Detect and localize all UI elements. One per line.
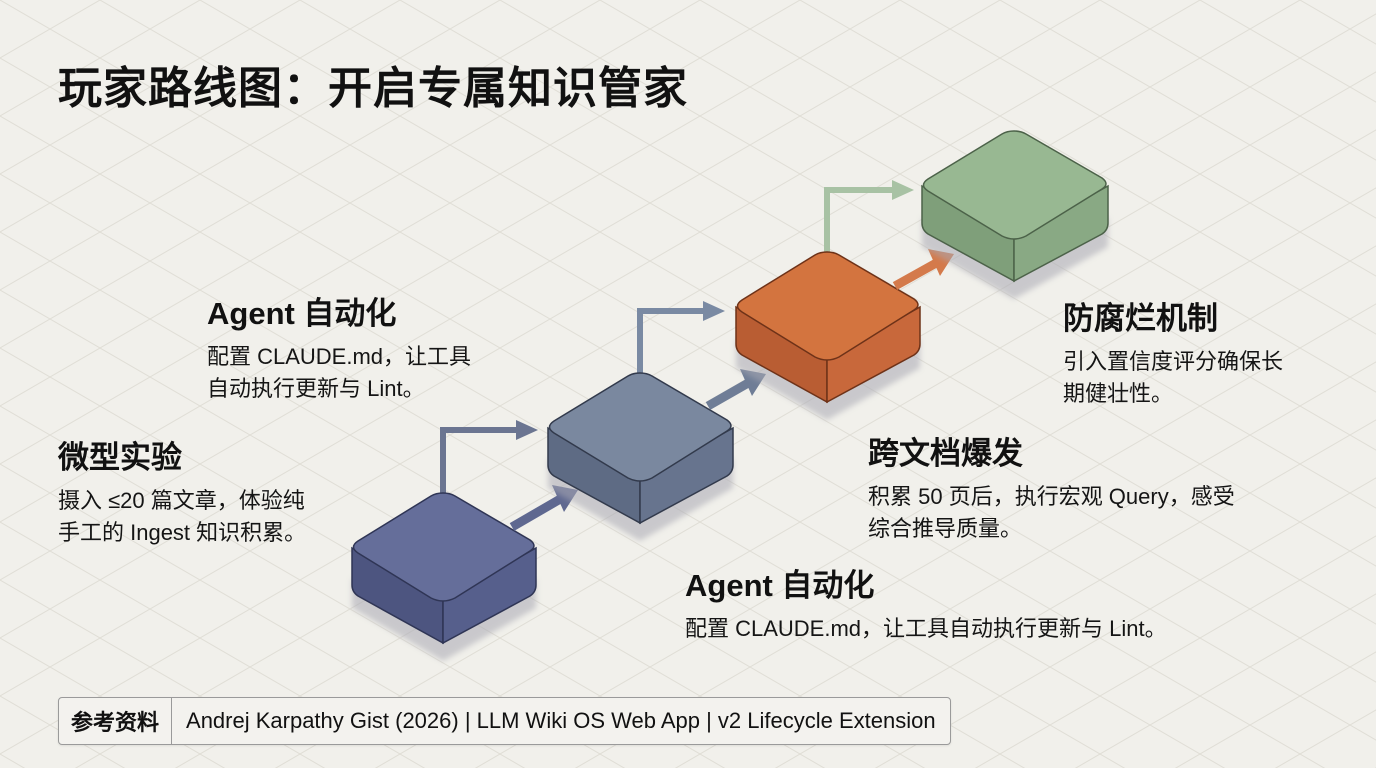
stage-block-1 (351, 492, 537, 661)
stage-description: 引入置信度评分确保长期健壮性。 (1063, 346, 1283, 410)
stage-label-anti-rot: 防腐烂机制 引入置信度评分确保长期健壮性。 (1063, 293, 1283, 410)
page-title: 玩家路线图：开启专属知识管家 (58, 63, 688, 114)
stage-title: 防腐烂机制 (1063, 301, 1218, 336)
stage-description: 配置 CLAUDE.md，让工具自动执行更新与 Lint。 (685, 613, 1167, 645)
reference-label: 参考资料 (59, 698, 173, 744)
stage-label-micro-experiment: 微型实验 摄入 ≤20 篇文章，体验纯手工的 Ingest 知识积累。 (58, 432, 306, 549)
description-line-2: 手工的 Ingest 知识积累。 (58, 520, 307, 545)
description-line-2: 自动执行更新与 Lint。 (207, 376, 425, 401)
description-line-1: 配置 CLAUDE.md，让工具自动执行更新与 Lint。 (685, 616, 1167, 641)
description-line-2: 综合推导质量。 (868, 516, 1023, 541)
stage-block-2 (547, 372, 734, 541)
stage-title: 跨文档爆发 (868, 436, 1023, 471)
description-line-1: 引入置信度评分确保长 (1063, 349, 1284, 374)
description-line-2: 期健壮性。 (1063, 381, 1174, 406)
reference-text: Andrej Karpathy Gist (2026) | LLM Wiki O… (186, 708, 936, 733)
stage-description: 积累 50 页后，执行宏观 Query，感受综合推导质量。 (868, 481, 1235, 545)
elbow-arrow-2 (637, 301, 725, 375)
stage-label-cross-doc-burst: 跨文档爆发 积累 50 页后，执行宏观 Query，感受综合推导质量。 (868, 428, 1235, 545)
stage-label-agent-automation-repeat: Agent 自动化 配置 CLAUDE.md，让工具自动执行更新与 Lint。 (685, 560, 1167, 645)
elbow-arrow-3 (824, 180, 914, 254)
stage-title: Agent 自动化 (207, 296, 397, 331)
stage-label-agent-automation: Agent 自动化 配置 CLAUDE.md，让工具自动执行更新与 Lint。 (207, 288, 471, 405)
elbow-arrow-1 (440, 420, 538, 495)
description-line-1: 配置 CLAUDE.md，让工具 (207, 344, 472, 369)
stage-title: 微型实验 (58, 440, 182, 475)
reference-box: 参考资料 Andrej Karpathy Gist (2026) | LLM W… (58, 697, 951, 745)
stage-block-3 (735, 251, 921, 420)
stage-block-4 (921, 130, 1109, 299)
stage-description: 摄入 ≤20 篇文章，体验纯手工的 Ingest 知识积累。 (58, 485, 306, 549)
stage-title: Agent 自动化 (685, 568, 875, 603)
description-line-1: 积累 50 页后，执行宏观 Query，感受 (868, 484, 1235, 509)
description-line-1: 摄入 ≤20 篇文章，体验纯 (58, 488, 305, 513)
stage-description: 配置 CLAUDE.md，让工具自动执行更新与 Lint。 (207, 341, 471, 405)
